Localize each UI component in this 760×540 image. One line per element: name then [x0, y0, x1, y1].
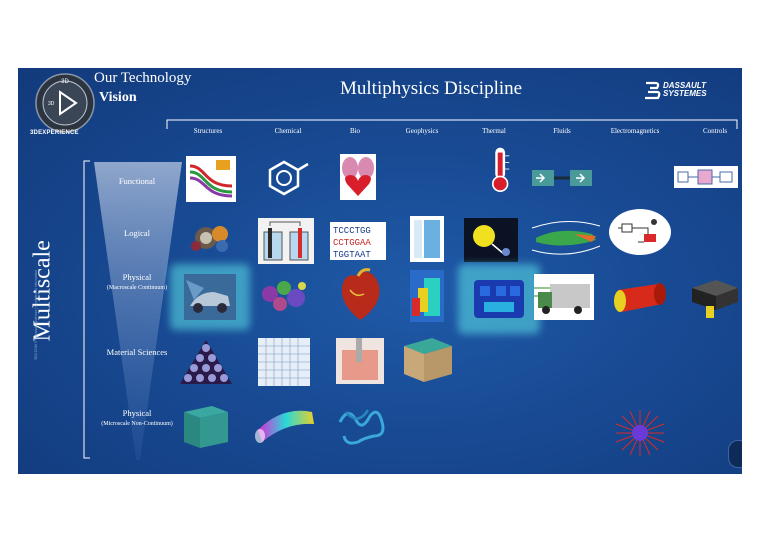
column-geophysics: Geophysics	[405, 127, 439, 135]
column-thermal: Thermal	[482, 127, 506, 135]
dassault-logo-icon	[645, 81, 661, 100]
row-physical-micro-label: Physical	[122, 408, 152, 418]
bio-physical-heart-icon	[341, 268, 380, 320]
row-functional: Functional	[92, 176, 182, 187]
row-physical-macro-sub: (Macroscale Continuum)	[106, 285, 168, 291]
fluids-logical-icon	[531, 220, 601, 255]
column-bracket	[166, 119, 738, 129]
controls-functional-icon	[674, 166, 738, 188]
structures-functional-icon	[186, 156, 236, 202]
compass-logo-icon: 3D 3D	[35, 73, 95, 133]
electromagnetics-logical-icon	[609, 209, 671, 255]
structures-logical-icon	[191, 226, 228, 252]
company-name: DASSAULT SYSTEMES	[663, 82, 707, 98]
row-material-label: Material Sciences	[106, 347, 168, 357]
row-bracket	[83, 160, 90, 459]
column-fluids: Fluids	[553, 127, 571, 135]
company-line1: DASSAULT	[663, 81, 706, 90]
bio-logical-dna-icon: TCCCTGG CCTGGAA TGGTAAT	[330, 222, 386, 260]
svg-text:3D: 3D	[48, 101, 55, 107]
company-line2: SYSTEMES	[663, 89, 707, 98]
thermal-functional-icon	[491, 147, 510, 192]
chemical-logical-icon	[258, 218, 314, 264]
controls-physical-icon	[692, 280, 738, 318]
svg-text:CCTGGAA: CCTGGAA	[333, 238, 371, 248]
column-electromagnetics: Electromagnetics	[610, 127, 660, 135]
chemical-physical-icon	[262, 281, 306, 311]
chemical-micro-nanotube-icon	[255, 410, 314, 443]
electromagnetics-physical-icon	[614, 283, 666, 312]
column-structures: Structures	[193, 127, 223, 135]
row-physical-micro: Physical (Microscale Non-Continuum)	[92, 408, 182, 430]
chemical-functional-icon	[268, 160, 309, 196]
svg-text:TGGTAAT: TGGTAAT	[333, 250, 371, 260]
row-physical-macro-label: Physical	[122, 272, 152, 282]
bio-micro-protein-icon	[338, 409, 385, 445]
scale-funnel	[94, 162, 182, 460]
navigation-button[interactable]	[728, 440, 742, 468]
row-logical: Logical	[92, 228, 182, 239]
page-title: Our Technology	[94, 70, 192, 86]
column-chemical: Chemical	[274, 127, 302, 135]
column-controls: Controls	[702, 127, 728, 135]
svg-text:TCCCTGG: TCCCTGG	[333, 226, 371, 236]
fluids-physical-truck-icon	[534, 274, 594, 320]
electromagnetics-micro-icon	[615, 410, 665, 456]
structures-micro-icon	[184, 406, 228, 448]
page-subtitle: Vision	[99, 90, 137, 105]
structures-physical-icon	[184, 274, 236, 320]
thermal-physical-icon	[474, 280, 524, 318]
bio-material-icon	[336, 338, 384, 384]
row-material: Material Sciences	[92, 347, 182, 358]
geophysics-physical-icon	[410, 270, 444, 322]
geophysics-logical-icon	[410, 216, 444, 262]
brand-name: 3DEXPERIENCE	[30, 130, 79, 136]
row-physical-micro-sub: (Microscale Non-Continuum)	[101, 421, 173, 427]
fluids-functional-icon	[532, 170, 592, 186]
column-bio: Bio	[349, 127, 361, 135]
row-logical-label: Logical	[124, 228, 150, 238]
row-physical-macro: Physical (Macroscale Continuum)	[92, 272, 182, 294]
svg-text:3D: 3D	[61, 79, 69, 85]
discipline-title: Multiphysics Discipline	[340, 78, 523, 99]
geophysics-material-icon	[404, 338, 452, 382]
watermark: 3DS.COM © Dassault Systèmes | Confidenti…	[34, 269, 38, 360]
chemical-material-icon	[258, 338, 310, 386]
bio-functional-icon	[340, 154, 376, 200]
thermal-logical-icon	[464, 218, 518, 262]
row-functional-label: Functional	[118, 176, 156, 186]
structures-material-icon	[180, 340, 232, 384]
slide: 3D 3D 3DEXPERIENCE Our Technology Vision…	[18, 68, 742, 474]
